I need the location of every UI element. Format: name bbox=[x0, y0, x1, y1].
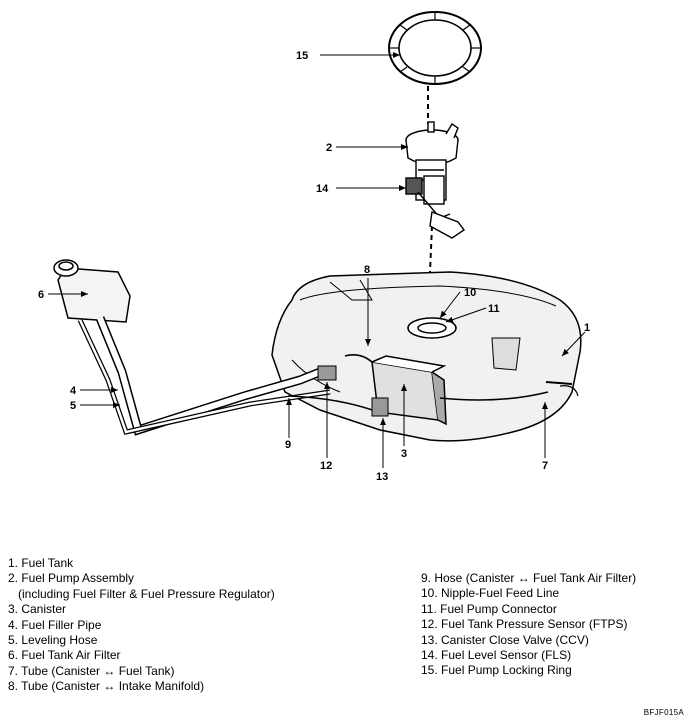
callout-11: 11 bbox=[488, 303, 500, 315]
callout-12: 12 bbox=[320, 460, 332, 472]
fuel-system-diagram: 15 2 14 8 10 11 6 1 4 5 9 3 7 12 13 bbox=[38, 11, 590, 483]
tube-canister-fuel-tank bbox=[439, 391, 549, 401]
legend-item: 10. Nipple-Fuel Feed Line bbox=[421, 586, 560, 601]
canister-close-valve bbox=[371, 397, 389, 417]
callout-1: 1 bbox=[584, 322, 590, 334]
legend-item: 15. Fuel Pump Locking Ring bbox=[421, 663, 572, 678]
legend-item: 12. Fuel Tank Pressure Sensor (FTPS) bbox=[421, 617, 628, 632]
callout-15: 15 bbox=[296, 50, 308, 62]
callout-14: 14 bbox=[316, 183, 329, 195]
figure-code: BFJF015A bbox=[643, 708, 684, 717]
callout-2: 2 bbox=[326, 142, 332, 154]
callout-10: 10 bbox=[464, 287, 476, 299]
legend-item: (including Fuel Filter & Fuel Pressure R… bbox=[8, 586, 275, 601]
legend-item: 7. Tube (Canister ↔ Fuel Tank) bbox=[8, 663, 175, 678]
tube-canister-intake-manifold bbox=[344, 354, 373, 363]
legend-item: 2. Fuel Pump Assembly bbox=[8, 571, 135, 586]
legend-item: 4. Fuel Filler Pipe bbox=[8, 617, 102, 632]
legend-item: 5. Leveling Hose bbox=[8, 633, 98, 648]
legend-item: 14. Fuel Level Sensor (FLS) bbox=[421, 648, 572, 663]
legend-item: 8. Tube (Canister ↔ Intake Manifold) bbox=[8, 679, 205, 694]
fuel-tank-air-filter bbox=[53, 259, 131, 323]
hose-canister-air-filter bbox=[287, 395, 379, 413]
leveling-hose bbox=[77, 318, 331, 435]
legend-item: 1. Fuel Tank bbox=[8, 556, 74, 570]
callout-3: 3 bbox=[401, 448, 407, 460]
callout-8: 8 bbox=[364, 264, 370, 276]
callout-6: 6 bbox=[38, 289, 44, 301]
legend-left: 1. Fuel Tank 2. Fuel Pump Assembly (incl… bbox=[8, 556, 275, 695]
callout-7: 7 bbox=[542, 460, 548, 472]
fuel-level-sensor bbox=[405, 177, 466, 239]
fuel-pump-locking-ring bbox=[388, 11, 482, 85]
legend-item: 13. Canister Close Valve (CCV) bbox=[421, 632, 589, 647]
legend-right: 9. Hose (Canister ↔ Fuel Tank Air Filter… bbox=[421, 571, 636, 679]
legend-item: 9. Hose (Canister ↔ Fuel Tank Air Filter… bbox=[421, 571, 637, 585]
fuel-filler-pipe bbox=[95, 316, 322, 436]
callout-4: 4 bbox=[70, 385, 77, 397]
legend-item: 11. Fuel Pump Connector bbox=[421, 601, 557, 616]
legend-item: 6. Fuel Tank Air Filter bbox=[8, 648, 121, 663]
fuel-pump-assembly bbox=[405, 121, 459, 205]
callout-9: 9 bbox=[285, 439, 291, 451]
legend-item: 3. Canister bbox=[8, 602, 67, 617]
callout-13: 13 bbox=[376, 471, 388, 483]
fuel-tank-pressure-sensor bbox=[317, 365, 337, 381]
callout-5: 5 bbox=[70, 400, 76, 412]
